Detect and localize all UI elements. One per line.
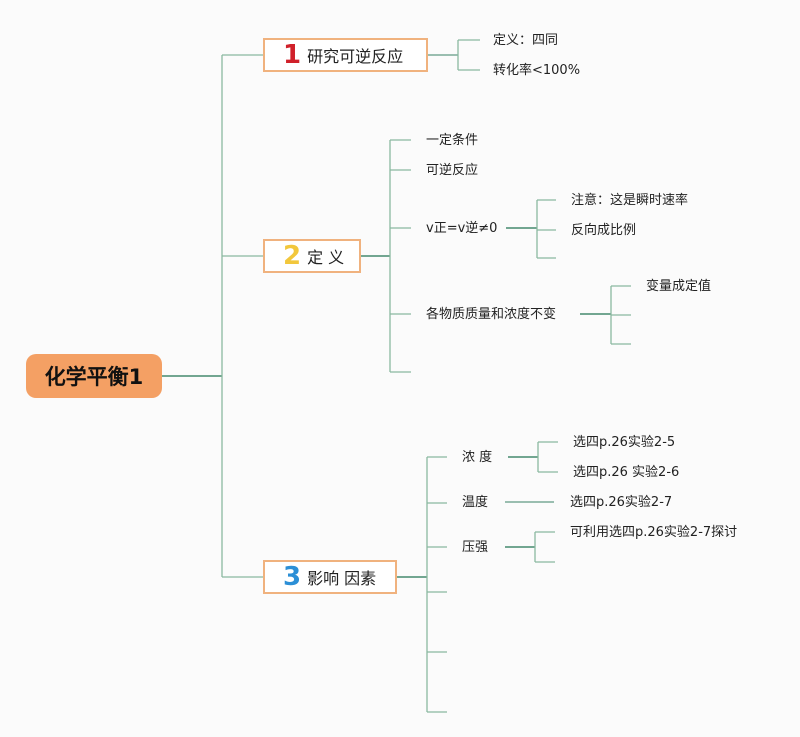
branch-label: 定 义	[307, 248, 345, 267]
leaf-node[interactable]: 转化率<100%	[493, 63, 581, 78]
leaf-node[interactable]: 定义：四同	[493, 33, 559, 48]
leaf-node[interactable]: 选四p.26实验2-5	[573, 435, 676, 450]
leaf-node[interactable]: 选四p.26实验2-7	[570, 495, 673, 510]
branch-label: 研究可逆反应	[307, 47, 404, 66]
leaf-node[interactable]: 各物质质量和浓度不变	[426, 307, 557, 322]
leaf-node[interactable]: 反向成比例	[571, 223, 637, 238]
root-title: 化学平衡1	[44, 365, 144, 389]
leaf-node[interactable]: 选四p.26 实验2-6	[573, 465, 680, 480]
leaf-node[interactable]: 温度	[462, 495, 489, 510]
leaf-node[interactable]: 变量成定值	[646, 279, 712, 294]
leaf-node[interactable]: 一定条件	[426, 133, 479, 148]
leaf-node[interactable]: 注意：这是瞬时速率	[571, 193, 689, 208]
leaf-node[interactable]: 可逆反应	[426, 163, 479, 178]
branch-node-1[interactable]: 1 研究可逆反应	[263, 38, 428, 72]
leaf-node[interactable]: 浓 度	[462, 450, 493, 465]
number-two-icon: 2	[283, 241, 302, 271]
branch-label: 影响 因素	[307, 569, 377, 588]
leaf-node[interactable]: v正=v逆≠0	[426, 221, 498, 236]
leaf-node[interactable]: 压强	[462, 540, 489, 555]
root-node[interactable]: 化学平衡1	[26, 354, 162, 398]
number-three-icon: 3	[283, 562, 302, 592]
branch-node-3[interactable]: 3 影响 因素	[263, 560, 397, 594]
number-one-icon: 1	[283, 40, 302, 70]
branch-node-2[interactable]: 2 定 义	[263, 239, 361, 273]
leaf-node[interactable]: 可利用选四p.26实验2-7探讨	[570, 525, 738, 540]
